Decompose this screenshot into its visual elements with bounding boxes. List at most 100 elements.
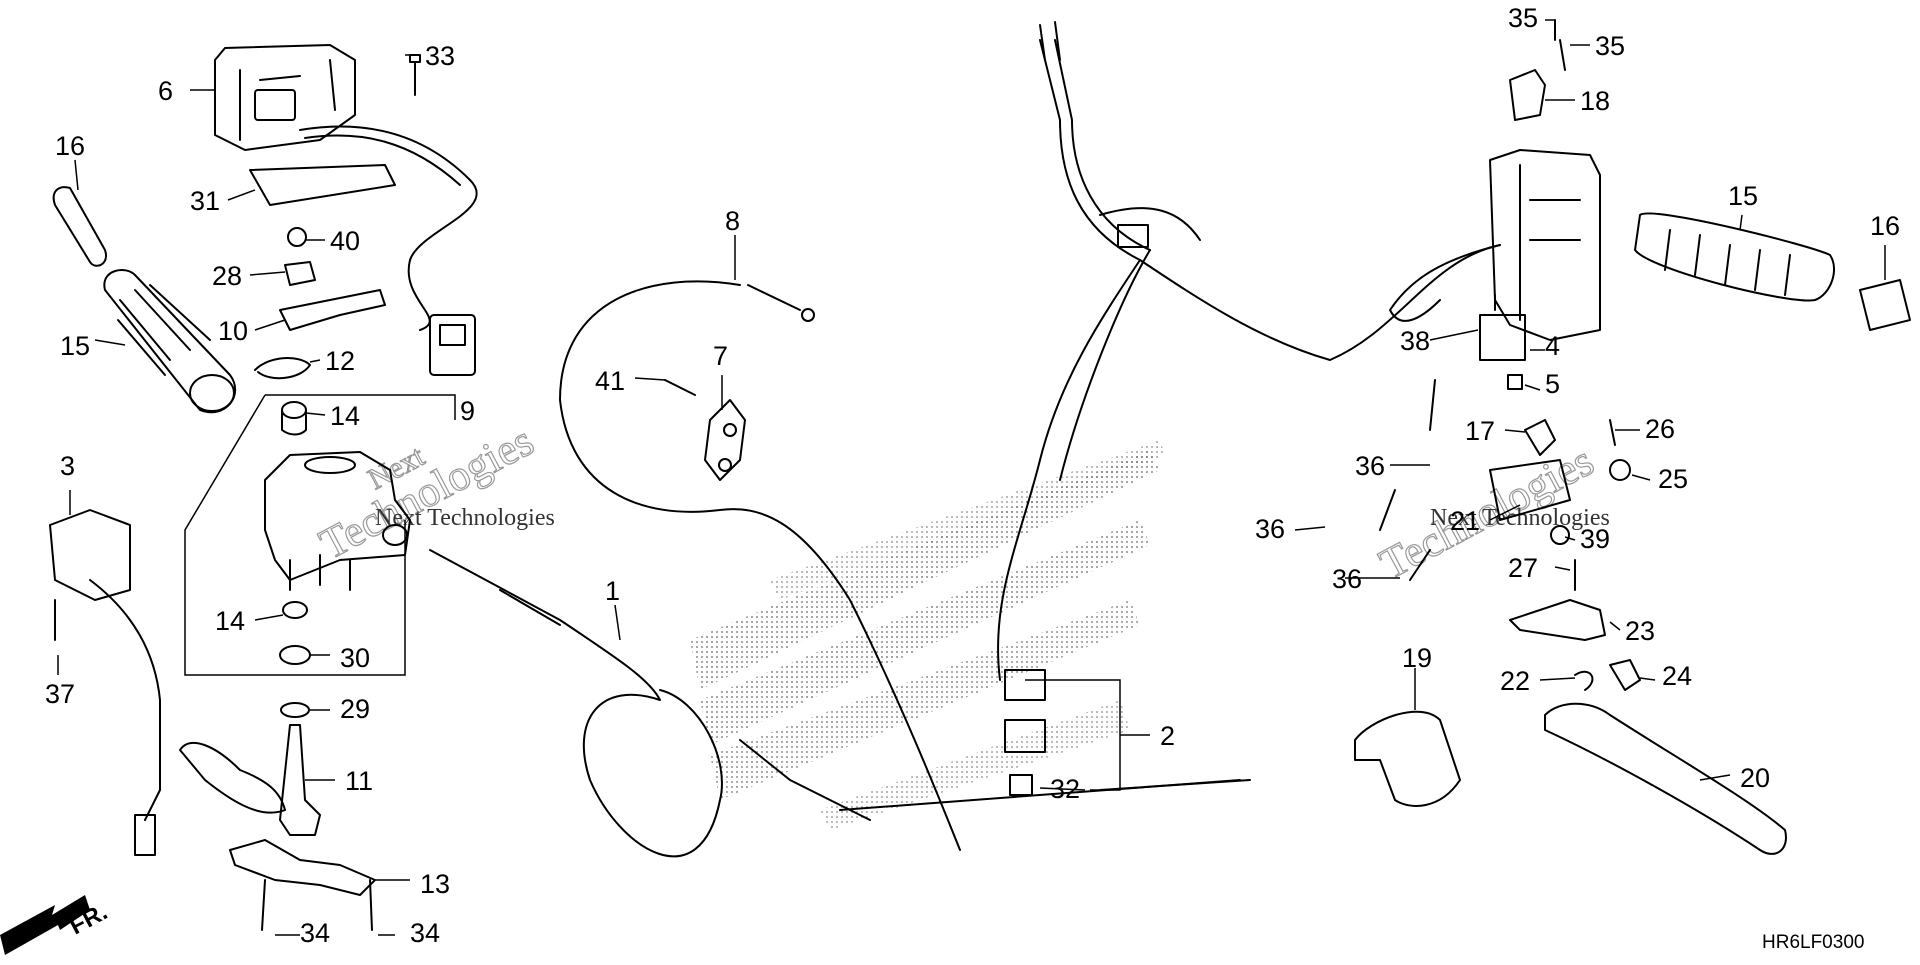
callout-6: 6 <box>158 76 173 106</box>
callout-27: 27 <box>1508 553 1538 583</box>
callout-17: 17 <box>1465 416 1495 446</box>
part-30-bearing <box>279 645 311 665</box>
callout-39: 39 <box>1580 524 1610 554</box>
callout-13: 13 <box>420 869 450 899</box>
part-25 <box>1609 459 1631 481</box>
part-7-bracket <box>704 399 746 481</box>
part-16-left-bar-end <box>52 186 107 267</box>
part-drawings <box>49 19 1911 931</box>
diagram-code: HR6LF0300 <box>1762 932 1864 953</box>
callout-38: 38 <box>1400 326 1430 356</box>
callout-15-right: 15 <box>1728 181 1758 211</box>
watermark-text-2: Technologies <box>312 416 542 569</box>
callout-19: 19 <box>1402 643 1432 673</box>
part-40-nut <box>287 227 307 247</box>
callout-36-middle: 36 <box>1255 514 1285 544</box>
part-8-cable <box>559 280 961 851</box>
part-15-right-grip <box>1634 212 1835 302</box>
callout-8: 8 <box>725 206 740 236</box>
callout-24: 24 <box>1662 661 1692 691</box>
callout-35-upper: 35 <box>1508 3 1538 33</box>
part-12-spring <box>254 357 311 380</box>
part-21 <box>1489 459 1571 521</box>
callout-20: 20 <box>1740 763 1770 793</box>
right-switch-housing <box>1389 149 1601 341</box>
callout-7: 7 <box>713 341 728 371</box>
callout-26: 26 <box>1645 414 1675 444</box>
part-8-cable-end <box>747 284 801 311</box>
part-23-bracket <box>1509 599 1606 641</box>
callout-37: 37 <box>45 679 75 709</box>
part-28-clip <box>284 261 316 286</box>
part-41-bolt <box>664 379 696 396</box>
callout-4: 4 <box>1545 331 1560 361</box>
callout-36-lower: 36 <box>1332 564 1362 594</box>
part-2-wire-harness <box>997 21 1501 796</box>
part-19-guard <box>1354 710 1461 807</box>
callout-16-right: 16 <box>1870 211 1900 241</box>
callout-29: 29 <box>340 694 370 724</box>
part-6-switch-housing <box>214 44 478 376</box>
part-34-screws <box>261 879 373 931</box>
part-29-washer <box>280 702 310 718</box>
callout-35-lower: 35 <box>1595 31 1625 61</box>
callout-10: 10 <box>218 316 248 346</box>
callout-32: 32 <box>1050 774 1080 804</box>
part-39 <box>1550 525 1570 545</box>
part-36-screws <box>1379 379 1436 581</box>
part-22 <box>1574 670 1594 691</box>
part-26 <box>1609 419 1616 446</box>
callout-34-right: 34 <box>410 918 440 948</box>
callout-18: 18 <box>1580 86 1610 116</box>
part-31-gasket <box>249 164 396 206</box>
callout-33: 33 <box>425 41 455 71</box>
callout-2: 2 <box>1160 721 1175 751</box>
callout-40: 40 <box>330 226 360 256</box>
callout-5: 5 <box>1545 369 1560 399</box>
part-14-collar-top <box>281 401 307 419</box>
callout-12: 12 <box>325 346 355 376</box>
part-33-screw <box>409 54 421 96</box>
part-17 <box>1524 419 1556 456</box>
part-10-plate <box>279 289 386 331</box>
part-20-brake-lever <box>1544 702 1787 855</box>
part-18-clamp <box>1509 69 1546 121</box>
callout-25: 25 <box>1658 464 1688 494</box>
callout-15-left: 15 <box>60 331 90 361</box>
part-3-unit <box>49 509 161 856</box>
part-1-brake-cable <box>429 549 1251 858</box>
part-15-left-grip <box>103 269 237 414</box>
callout-16-left: 16 <box>55 131 85 161</box>
part-35-screws <box>1554 19 1566 71</box>
front-direction-arrow: FR. <box>0 895 112 955</box>
part-5-clip <box>1507 374 1523 390</box>
callout-22: 22 <box>1500 666 1530 696</box>
callout-28: 28 <box>212 261 242 291</box>
callout-14-lower: 14 <box>215 606 245 636</box>
callout-9: 9 <box>460 396 475 426</box>
callout-41: 41 <box>595 366 625 396</box>
callout-1: 1 <box>605 576 620 606</box>
callout-11: 11 <box>345 766 373 796</box>
part-14-collar-lower <box>282 601 308 619</box>
callout-31: 31 <box>190 186 220 216</box>
dotted-wing-logo <box>690 440 1165 830</box>
part-9-throttle-housing <box>264 451 411 591</box>
part-11-throttle-lever <box>179 724 321 836</box>
part-24 <box>1609 659 1641 691</box>
callout-34-left: 34 <box>300 918 330 948</box>
callout-30: 30 <box>340 643 370 673</box>
part-4-relay <box>1479 314 1526 361</box>
callout-36-upper: 36 <box>1355 451 1385 481</box>
callout-21: 21 <box>1450 506 1480 536</box>
leader-lines <box>57 19 1886 936</box>
part-16-right-bar-end <box>1859 279 1911 331</box>
callout-14-upper: 14 <box>330 401 360 431</box>
part-13-bracket <box>229 839 376 896</box>
watermark-inline-2: Next Technologies <box>1430 505 1610 531</box>
callout-23: 23 <box>1625 616 1655 646</box>
callout-labels: 6 33 31 40 28 10 12 14 9 16 15 3 37 14 3… <box>45 3 1900 948</box>
callout-3: 3 <box>60 451 75 481</box>
